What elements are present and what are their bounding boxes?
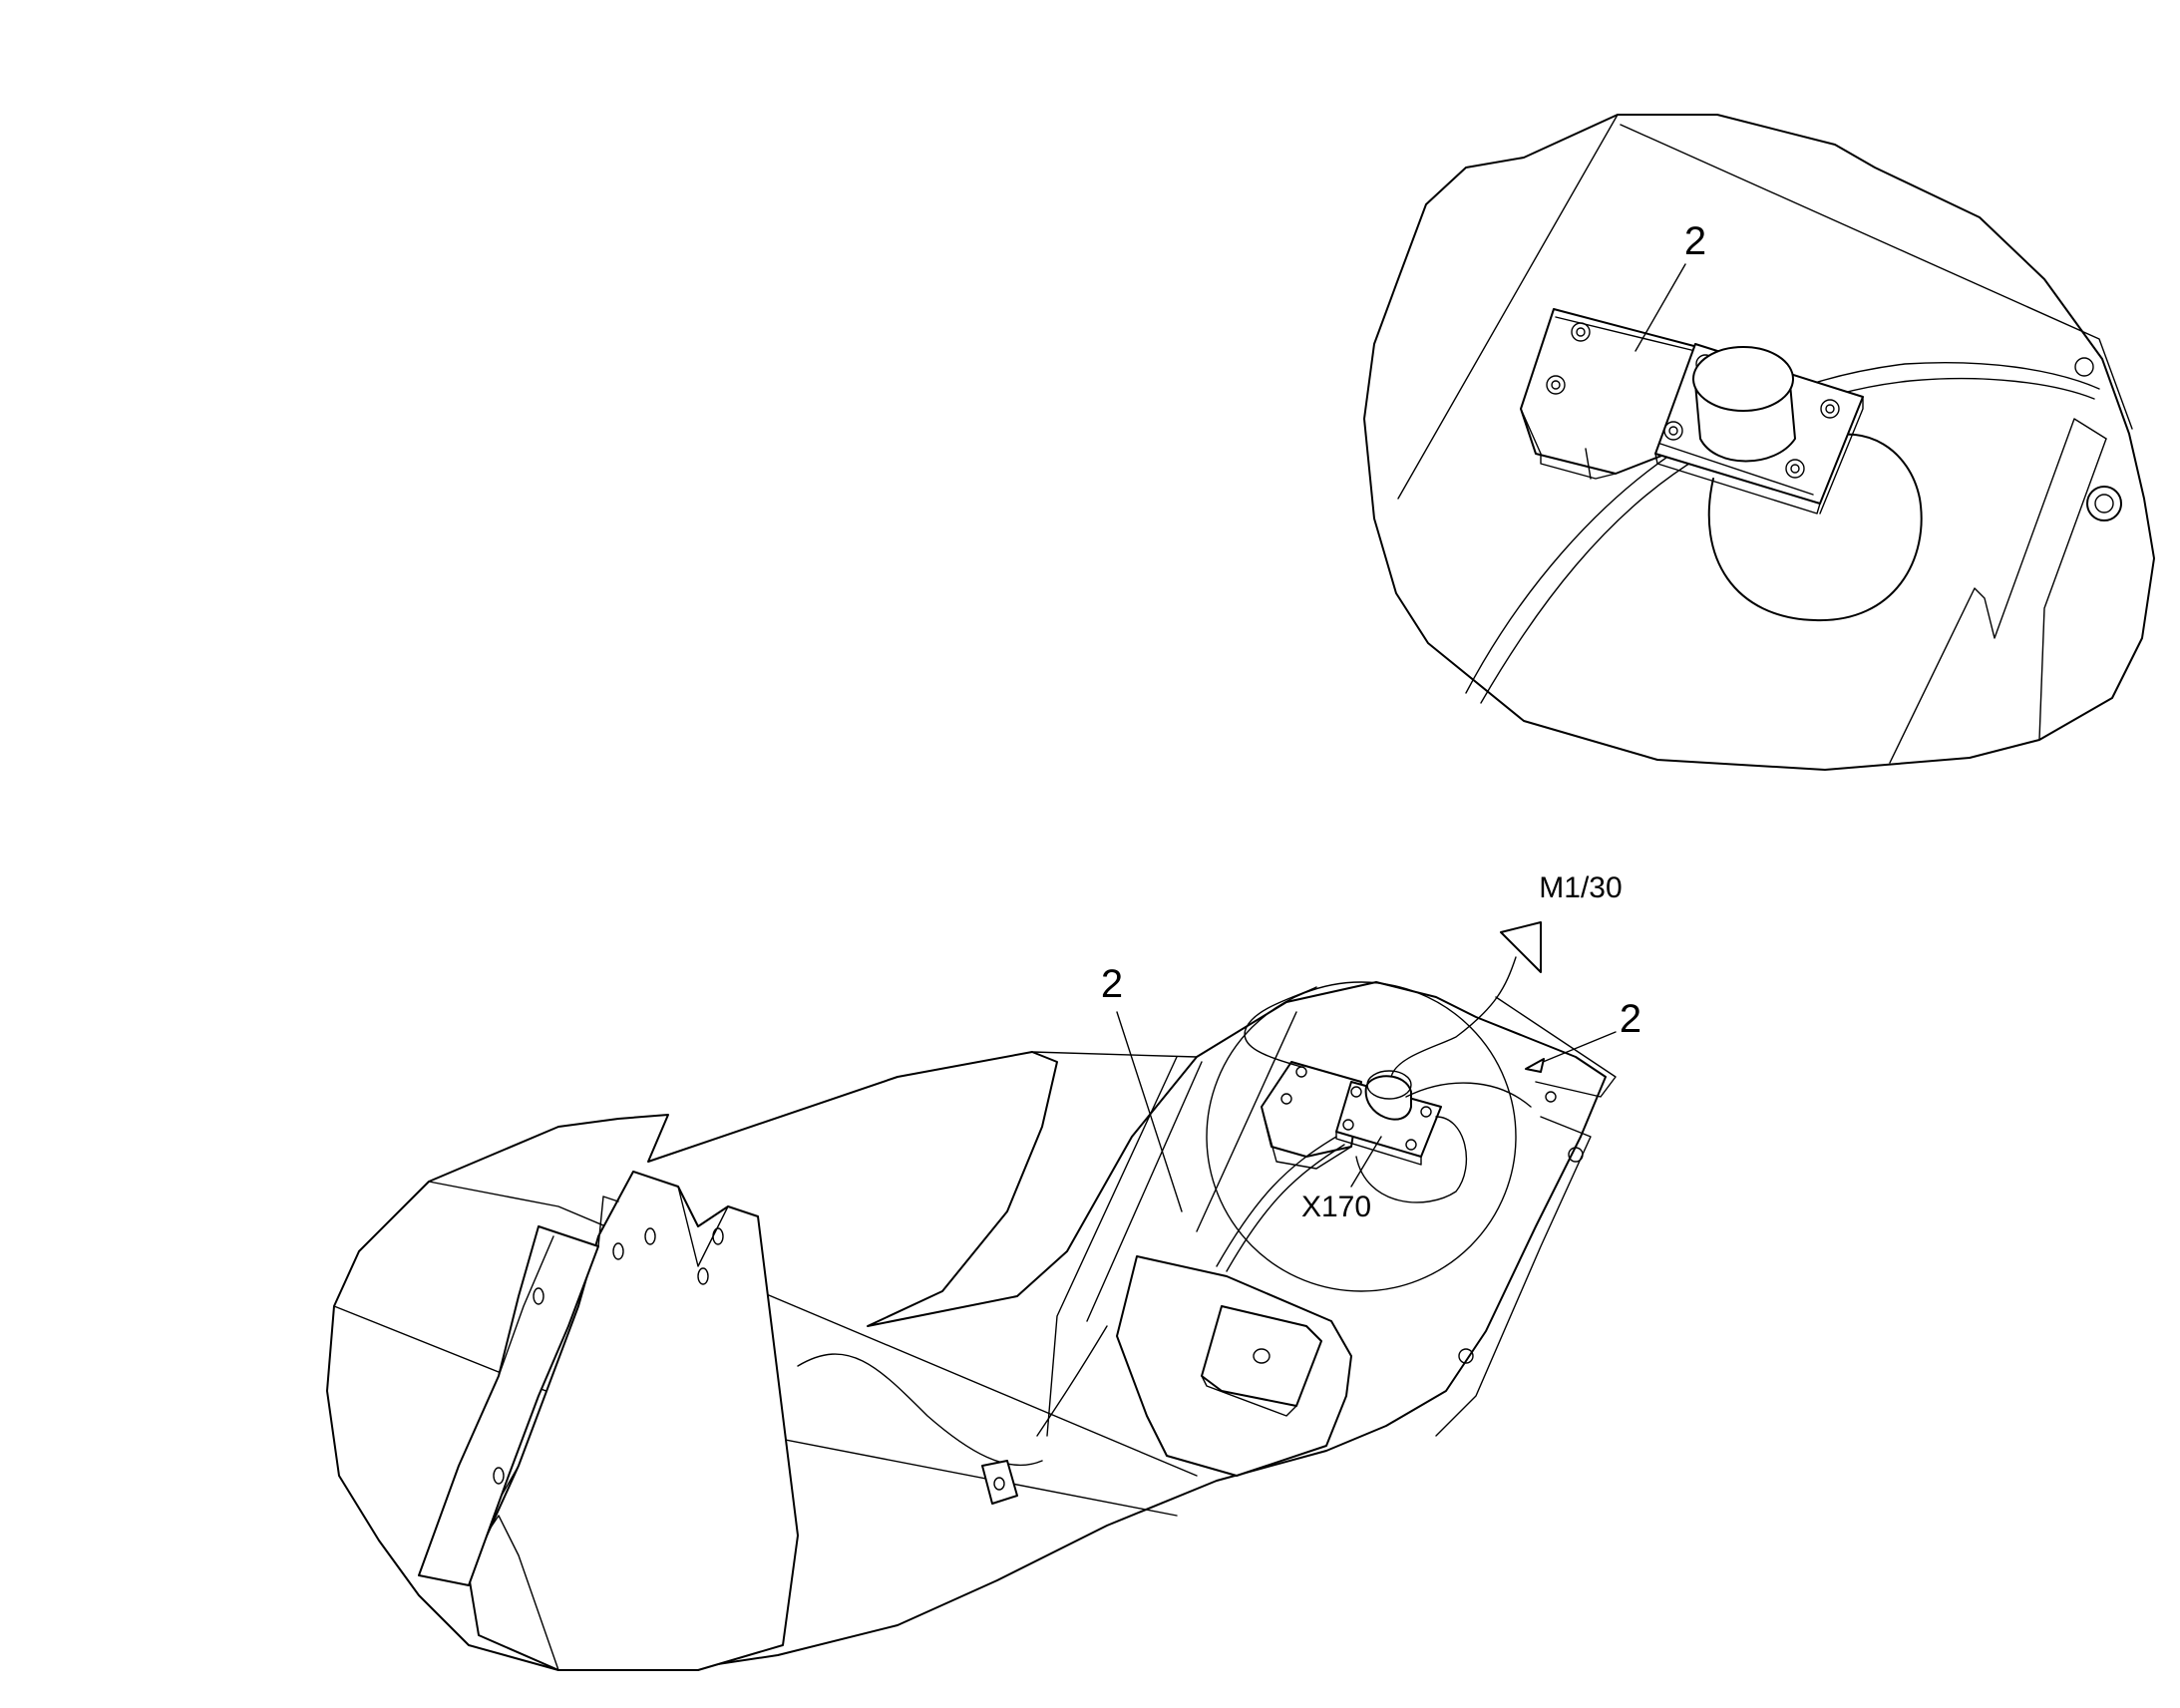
detail-edge-upper [1397,114,1619,500]
detail-nut [2074,357,2122,521]
main-detail-circle [1206,981,1517,1292]
main-frame-right-plate [1435,1116,1592,1437]
main-cable-1 [1216,1136,1337,1267]
main-boundary [326,981,1607,1671]
main-connector-tab [981,1460,1018,1505]
main-arrow-head [1500,921,1542,973]
main-sensor-cap [1364,1075,1412,1121]
main-arrow-target-label: M1/30 [1539,871,1622,904]
detail-callout-leader [1635,263,1686,352]
main-harness [797,1353,1043,1467]
main-cable-4 [1390,956,1517,1078]
main-cable-5 [1244,986,1317,1068]
main-side-bracket [418,1225,599,1586]
main-callout-part-left: 2 [1101,962,1123,1006]
detail-edge-lower [1889,418,2107,764]
main-connector-leader [1350,1136,1382,1188]
main-frame-upright-1 [1046,1056,1178,1437]
main-opening [1355,1116,1468,1203]
main-frame-rail-4 [1031,1051,1198,1058]
detail-edge-right [2038,438,2107,741]
main-screws [1280,1066,1584,1364]
main-frame-rail-1 [428,1181,1198,1477]
main-connector-label: X170 [1301,1191,1371,1223]
main-callout-left-leader [1116,1011,1183,1212]
main-left-plate [468,1171,799,1671]
main-callout-part-right: 2 [1620,997,1641,1041]
detail-edge-inner [1620,124,2133,430]
detail-callout-part: 2 [1684,219,1706,263]
main-callout-right-leader [1530,1031,1617,1068]
main-cable-3 [1405,1082,1532,1108]
main-cable-2 [1226,1144,1345,1272]
main-frame-upright-2 [1086,1061,1203,1322]
detail-opening [1707,433,1923,622]
main-frame-upright-3 [1196,1011,1297,1232]
main-view: M1/30 2 2 X170 [326,871,1641,1671]
main-left-plate-holes [493,1227,724,1485]
detail-view: 2 [1363,114,2155,771]
detail-screws [1546,322,1840,479]
detail-sensor-cap [1692,346,1796,463]
main-cable-6 [1036,1325,1108,1437]
